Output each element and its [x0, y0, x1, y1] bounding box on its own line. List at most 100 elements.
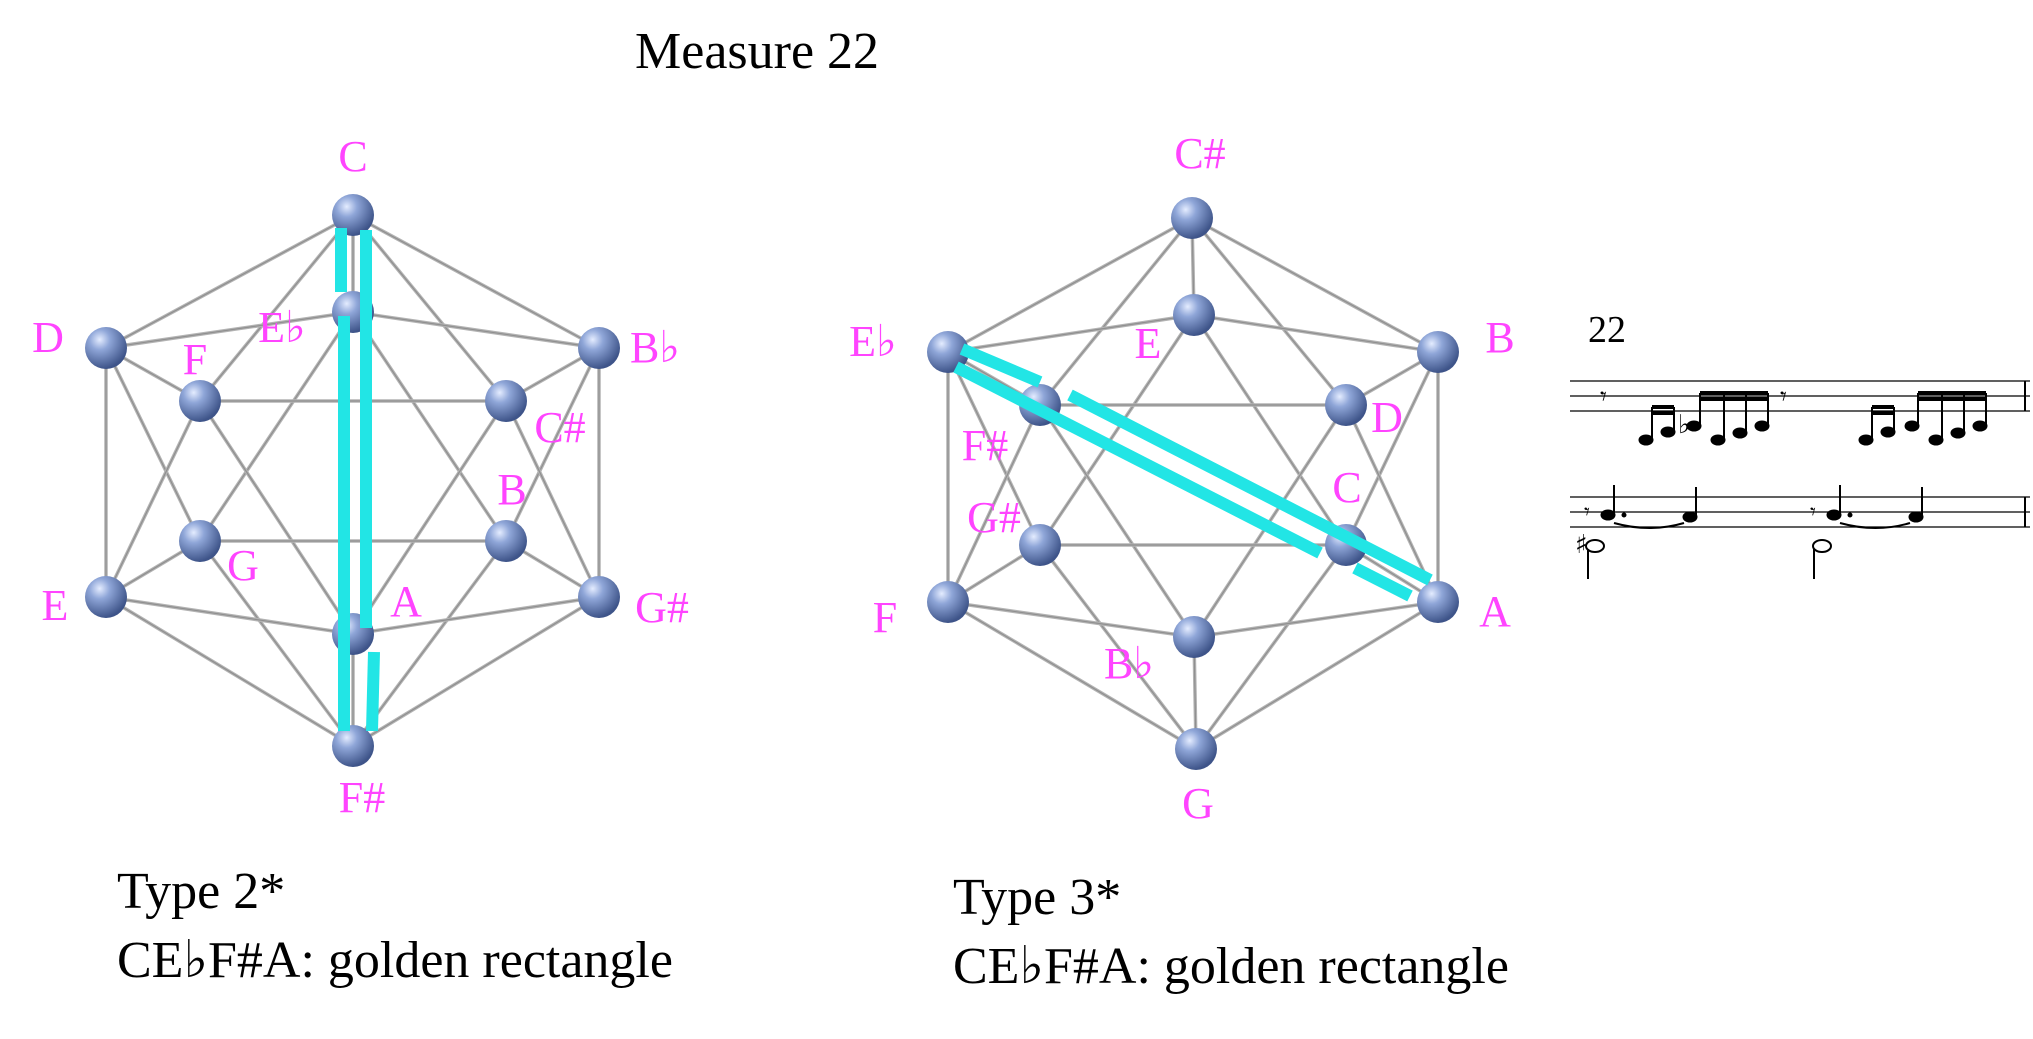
score-measure-number: 22	[1588, 309, 1626, 351]
right-caption-type: Type 3*	[953, 869, 1122, 926]
svg-text:𝄾: 𝄾	[1600, 382, 1607, 412]
right-vertex-upper-right	[1417, 331, 1459, 373]
right-edge	[1039, 404, 1195, 638]
left-edge	[105, 596, 354, 747]
label-left-inner-upper-right: C#	[534, 403, 585, 452]
right-rect-edge-3	[953, 361, 1323, 559]
svg-text:♯: ♯	[1575, 530, 1588, 560]
right-vertex-inner-upper-right	[1325, 384, 1367, 426]
right-edge	[1345, 404, 1439, 603]
left-vertex-inner-lower-right	[485, 520, 527, 562]
right-edge	[1039, 544, 1197, 750]
label-right-inner-upper-left: F#	[962, 421, 1008, 470]
left-edge	[199, 540, 354, 747]
right-golden-rectangle	[953, 343, 1433, 602]
score-notes-upper: 𝄾 ♭ 𝄾	[1600, 382, 1988, 446]
left-edge	[352, 311, 600, 349]
label-right-lower-right: A	[1479, 587, 1511, 636]
score-notes-lower: 𝄾 ♯ 𝄾	[1575, 485, 1924, 579]
left-vertex-upper-left	[85, 327, 127, 369]
left-edge	[105, 214, 354, 349]
right-edge	[947, 601, 1197, 750]
right-caption-description: CE♭F#A: golden rectangle	[953, 937, 1509, 995]
right-vertex-inner-lower-left	[1019, 524, 1061, 566]
left-caption-description: CE♭F#A: golden rectangle	[117, 931, 673, 989]
right-edge	[1039, 217, 1193, 406]
right-rect-edge-4	[1352, 562, 1413, 602]
left-caption: Type 2* CE♭F#A: golden rectangle	[117, 858, 673, 995]
left-edge	[352, 311, 507, 542]
left-vertex-lower-left	[85, 576, 127, 618]
left-edge	[352, 596, 600, 635]
left-icosahedron	[85, 194, 620, 767]
left-vertex-lower-right	[578, 576, 620, 618]
left-vertex-inner-lower-left	[179, 520, 221, 562]
right-edge	[947, 217, 1193, 353]
left-vertex-bottom	[332, 725, 374, 767]
label-left-inner-bottom: A	[390, 577, 422, 626]
score-staff-upper	[1570, 380, 2030, 412]
left-edge	[352, 214, 507, 402]
svg-text:𝄾: 𝄾	[1810, 500, 1816, 525]
left-edge	[105, 311, 354, 349]
right-vertex-inner-bottom	[1173, 616, 1215, 658]
right-vertex-top	[1171, 197, 1213, 239]
left-edge	[105, 347, 201, 542]
left-vertex-inner-upper-right	[485, 380, 527, 422]
label-right-inner-lower-right: C	[1332, 463, 1361, 512]
right-edge	[947, 351, 1041, 546]
right-vertex-lower-right	[1417, 581, 1459, 623]
right-vertex-lower-left	[927, 581, 969, 623]
right-edge	[947, 404, 1041, 603]
right-edge	[947, 314, 1195, 353]
right-edge	[1195, 601, 1439, 750]
left-edge	[352, 400, 507, 635]
right-edge	[1193, 314, 1347, 546]
label-right-bottom: G	[1182, 779, 1214, 828]
right-rect-edge-2	[1067, 389, 1433, 586]
music-score-excerpt: 𝄾 ♭ 𝄾 𝄾 ♯	[1570, 380, 2030, 579]
right-edge	[947, 601, 1195, 638]
label-left-inner-upper-left: F	[183, 335, 207, 384]
label-left-upper-left: D	[32, 313, 64, 362]
label-left-inner-top: E♭	[258, 303, 306, 352]
score-staff-lower	[1570, 496, 2030, 528]
left-golden-rectangle	[335, 228, 380, 732]
right-icosahedron	[927, 197, 1459, 770]
left-vertex-upper-right	[578, 327, 620, 369]
label-left-inner-lower-left: G	[227, 541, 259, 590]
left-vertex-labels: C E♭ D B♭ F C# G B E G# A F#	[32, 132, 689, 822]
label-left-bottom: F#	[339, 773, 385, 822]
left-edge	[352, 214, 600, 349]
label-right-inner-upper-right: D	[1371, 393, 1403, 442]
right-caption: Type 3* CE♭F#A: golden rectangle	[953, 864, 1509, 1001]
left-rect-edge-4	[366, 651, 380, 732]
left-edge	[199, 400, 354, 635]
right-edge	[1193, 314, 1439, 353]
label-right-upper-right: B	[1485, 313, 1514, 362]
label-right-upper-left: E♭	[849, 317, 897, 366]
label-left-lower-left: E	[42, 581, 69, 630]
label-left-inner-lower-right: B	[497, 465, 526, 514]
right-edge	[1195, 544, 1347, 750]
label-right-inner-lower-left: G#	[967, 493, 1021, 542]
right-rect-edge-1	[959, 343, 1043, 388]
right-vertex-labels: C# E E♭ B F# D G# C F A B♭ G	[849, 129, 1515, 828]
page-title: Measure 22	[635, 23, 880, 80]
label-left-top: C	[338, 132, 367, 181]
label-right-lower-left: F	[873, 593, 897, 642]
label-right-inner-bottom: B♭	[1104, 639, 1154, 688]
left-edge	[199, 311, 354, 542]
right-edge	[1191, 217, 1347, 406]
left-edge	[505, 400, 600, 598]
left-edge	[105, 400, 201, 598]
left-edge	[505, 347, 600, 542]
right-edge	[1191, 217, 1439, 353]
right-edge	[1345, 351, 1439, 546]
left-vertex-inner-upper-left	[179, 380, 221, 422]
svg-text:𝄾: 𝄾	[1780, 382, 1787, 412]
label-right-top: C#	[1174, 129, 1225, 178]
label-left-upper-right: B♭	[630, 323, 680, 372]
left-edge	[352, 596, 600, 747]
